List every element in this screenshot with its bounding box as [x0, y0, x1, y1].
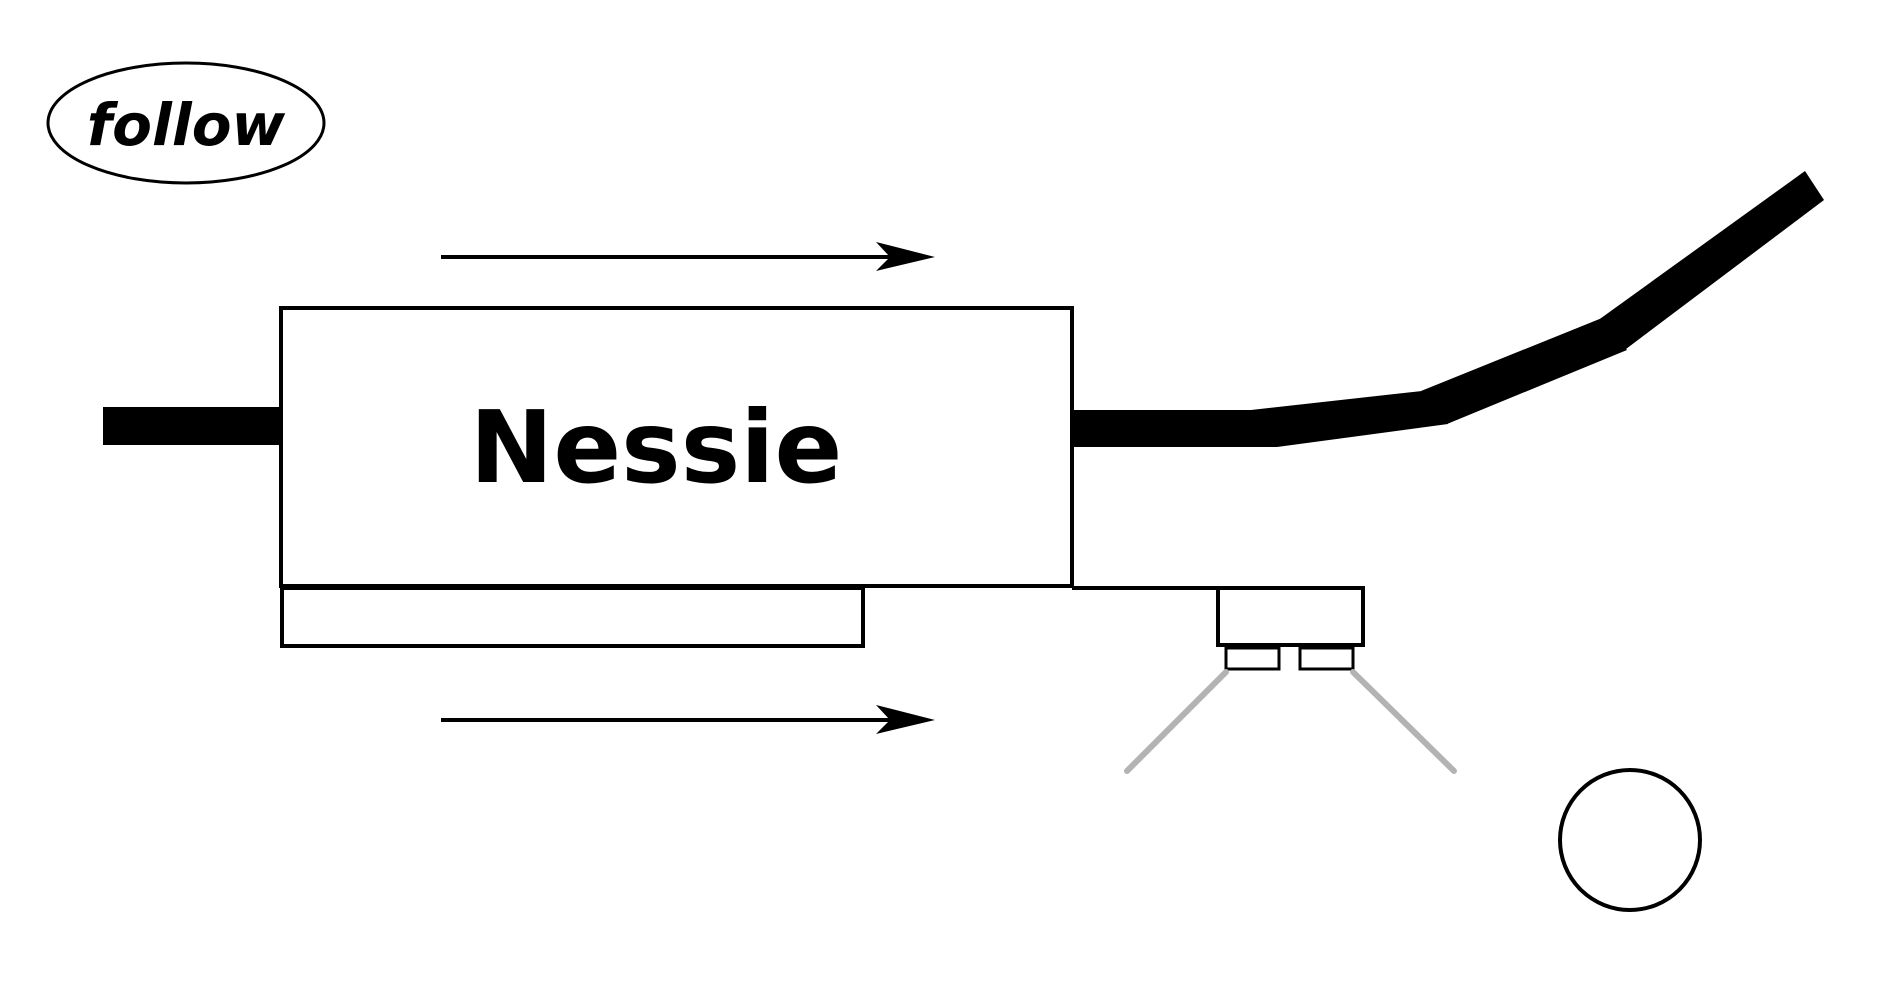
sensor-left-lens	[1224, 646, 1281, 671]
output-connector-segment-3	[1421, 318, 1627, 424]
main-block[interactable]: Nessie	[279, 306, 1074, 588]
sensor-left-beam	[1124, 669, 1229, 774]
lower-flow-arrow	[441, 705, 935, 734]
target-circle	[1558, 768, 1702, 912]
mode-badge-ellipse	[46, 61, 326, 185]
lower-tray	[280, 586, 865, 648]
input-connector-line	[103, 407, 281, 445]
main-block-label: Nessie	[470, 389, 843, 506]
output-connector-segment-1	[1071, 410, 1277, 447]
sensor-unit	[1124, 586, 1457, 774]
sensor-right-beam	[1350, 669, 1457, 774]
mode-badge[interactable]: follow	[46, 61, 326, 185]
upper-arrow-head	[876, 242, 935, 271]
lower-arrow-head	[876, 705, 935, 734]
output-connector-line	[1071, 171, 1824, 447]
sensor-body	[1216, 586, 1365, 647]
mode-badge-label: follow	[87, 91, 286, 159]
output-connector-segment-4	[1597, 171, 1824, 349]
output-connector-segment-2	[1251, 391, 1448, 447]
upper-flow-arrow	[441, 242, 935, 271]
sensor-right-lens	[1298, 646, 1355, 671]
